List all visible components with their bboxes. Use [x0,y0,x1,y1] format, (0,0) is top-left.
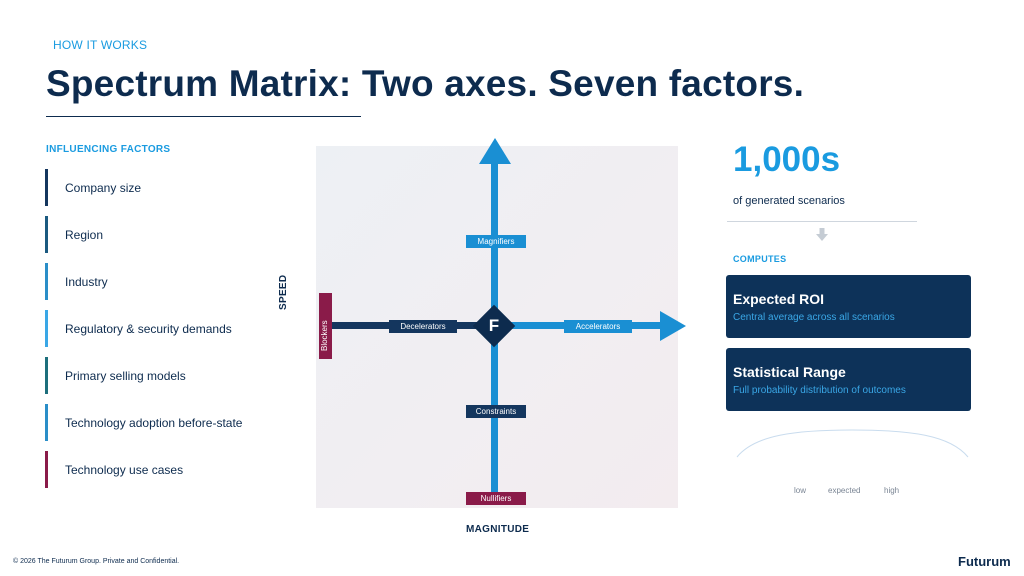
tag-blockers-label: Blockers [320,320,329,351]
title-underline [46,116,361,117]
arrow-down-icon [816,228,828,241]
factor-item-use-cases: Technology use cases [45,451,183,488]
factor-label: Region [65,227,104,242]
factor-color-bar [45,310,48,347]
distribution-curve [736,429,969,458]
copyright-text: © 2026 The Futurum Group. Private and Co… [13,558,180,565]
factor-item-company-size: Company size [45,169,141,206]
futurum-logo: Futurum [958,554,1011,569]
factor-label: Technology use cases [65,462,184,477]
factor-label: Company size [65,180,142,195]
distribution-label-low: low [794,486,807,495]
divider [727,221,917,222]
factor-label: Regulatory & security demands [65,321,232,336]
tag-accelerators: Accelerators [564,320,632,333]
card-statistical-range: Statistical Range Full probability distr… [726,348,971,411]
scenario-count: 1,000s [733,140,841,179]
factor-color-bar [45,263,48,300]
page-title: Spectrum Matrix: Two axes. Seven factors… [46,63,805,104]
magnitude-axis-label: MAGNITUDE [466,524,530,535]
factor-label: Industry [65,274,108,289]
factor-item-regulatory: Regulatory & security demands [45,310,232,347]
tag-magnifiers: Magnifiers [466,235,526,248]
computes-heading: COMPUTES [733,254,787,264]
factor-item-selling-models: Primary selling models [45,357,186,394]
factor-color-bar [45,404,48,441]
scenario-caption: of generated scenarios [733,195,845,207]
distribution-label-expected: expected [828,486,861,495]
factor-color-bar [45,357,48,394]
speed-axis-label: SPEED [278,274,289,310]
tag-nullifiers: Nullifiers [466,492,526,505]
card-title: Statistical Range [733,364,846,380]
factor-item-region: Region [45,216,103,253]
arrow-right-icon [660,311,686,341]
card-expected-roi: Expected ROI Central average across all … [726,275,971,338]
center-logo-mark: F [488,316,500,335]
factor-label: Primary selling models [65,368,186,383]
factor-item-industry: Industry [45,263,108,300]
card-title: Expected ROI [733,291,825,307]
distribution-label-high: high [884,486,900,495]
factor-label: Technology adoption before-state [65,415,243,430]
tag-constraints: Constraints [466,405,526,418]
tag-blockers: Blockers [319,293,332,359]
card-subtitle: Central average across all scenarios [733,312,895,323]
factors-heading: INFLUENCING FACTORS [46,144,171,155]
factor-color-bar [45,169,48,206]
factor-item-adoption-before-state: Technology adoption before-state [45,404,242,441]
eyebrow-label: HOW IT WORKS [53,38,148,52]
card-subtitle: Full probability distribution of outcome… [733,385,906,396]
tag-decelerators: Decelerators [389,320,457,333]
arrow-up-icon [479,138,511,164]
factor-color-bar [45,216,48,253]
factor-color-bar [45,451,48,488]
